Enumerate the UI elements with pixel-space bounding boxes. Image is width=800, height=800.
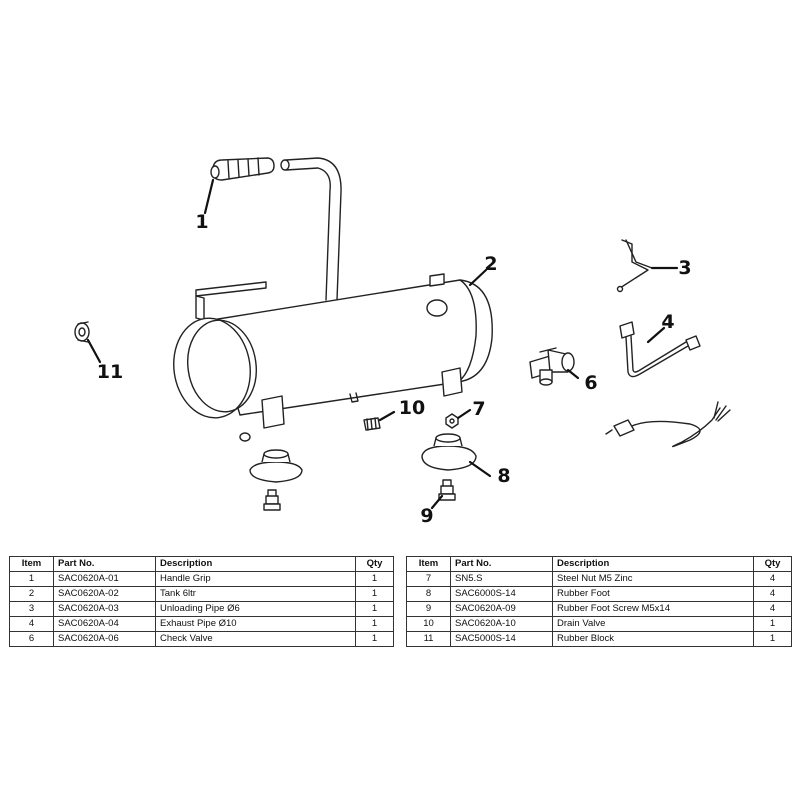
callout-7: 7: [472, 398, 485, 420]
unloading-pipe: [616, 239, 653, 293]
callout-4: 4: [661, 311, 674, 333]
cell-item: 7: [406, 571, 451, 587]
callout-10: 10: [399, 397, 425, 419]
header-description: Description: [155, 556, 356, 572]
cell-description: Rubber Foot Screw M5x14: [552, 601, 754, 617]
cell-qty: 1: [355, 586, 394, 602]
cell-description: Drain Valve: [552, 616, 754, 632]
cell-description: Unloading Pipe Ø6: [155, 601, 356, 617]
exhaust-pipe: [619, 321, 701, 378]
exploded-parts-diagram: 1 2 3 4 6 7 8 9 10 11: [74, 157, 731, 527]
callout-labels: 1 2 3 4 6 7 8 9 10 11: [97, 211, 692, 527]
cell-qty: 4: [753, 586, 792, 602]
table-header-row: Item Part No. Description Qty: [406, 556, 792, 572]
cell-part-no: SAC5000S-14: [450, 631, 553, 647]
cell-description: Exhaust Pipe Ø10: [155, 616, 356, 632]
cell-qty: 1: [753, 616, 792, 632]
tank: [173, 273, 493, 429]
cell-item: 1: [9, 571, 54, 587]
cell-item: 3: [9, 601, 54, 617]
callout-11: 11: [97, 361, 123, 383]
cell-part-no: SAC0620A-10: [450, 616, 553, 632]
cell-description: Tank 6ltr: [155, 586, 356, 602]
header-qty: Qty: [355, 556, 394, 572]
cell-qty: 1: [355, 571, 394, 587]
rubber-foot-screw: [438, 479, 456, 501]
cell-item: 8: [406, 586, 451, 602]
handle-assembly: [210, 157, 342, 301]
callout-2: 2: [484, 253, 497, 275]
check-valve: [529, 347, 575, 386]
cell-item: 2: [9, 586, 54, 602]
cell-qty: 1: [355, 631, 394, 647]
rubber-block: [74, 321, 90, 343]
header-part-no: Part No.: [53, 556, 156, 572]
cell-qty: 1: [355, 601, 394, 617]
header-description: Description: [552, 556, 754, 572]
tank-foot-nut: [239, 432, 251, 442]
cell-qty: 1: [355, 616, 394, 632]
cell-part-no: SN5.S: [450, 571, 553, 587]
cell-item: 4: [9, 616, 54, 632]
drain-valve: [363, 417, 381, 431]
cell-part-no: SAC0620A-04: [53, 616, 156, 632]
cell-item: 6: [9, 631, 54, 647]
callout-9: 9: [420, 505, 433, 527]
cell-part-no: SAC0620A-06: [53, 631, 156, 647]
cell-part-no: SAC0620A-01: [53, 571, 156, 587]
rubber-foot-screw-left: [263, 489, 281, 511]
cell-description: Steel Nut M5 Zinc: [552, 571, 754, 587]
leader-lines: [86, 178, 679, 510]
table-header-row: Item Part No. Description Qty: [9, 556, 394, 572]
cell-item: 9: [406, 601, 451, 617]
header-item: Item: [9, 556, 54, 572]
header-part-no: Part No.: [450, 556, 553, 572]
header-qty: Qty: [753, 556, 792, 572]
cell-item: 11: [406, 631, 451, 647]
rubber-foot: [421, 433, 477, 471]
callout-8: 8: [497, 465, 510, 487]
cell-qty: 4: [753, 601, 792, 617]
cell-description: Handle Grip: [155, 571, 356, 587]
cell-part-no: SAC0620A-09: [450, 601, 553, 617]
cell-description: Check Valve: [155, 631, 356, 647]
cell-qty: 4: [753, 571, 792, 587]
callout-3: 3: [678, 257, 691, 279]
header-item: Item: [406, 556, 451, 572]
cell-description: Rubber Block: [552, 631, 754, 647]
cell-description: Rubber Foot: [552, 586, 754, 602]
rubber-foot-left: [249, 449, 303, 483]
handle-grip: [210, 157, 275, 181]
cell-part-no: SAC6000S-14: [450, 586, 553, 602]
callout-6: 6: [584, 372, 597, 394]
cell-part-no: SAC0620A-02: [53, 586, 156, 602]
power-cable: [605, 401, 731, 448]
cell-qty: 1: [753, 631, 792, 647]
cell-part-no: SAC0620A-03: [53, 601, 156, 617]
cell-item: 10: [406, 616, 451, 632]
callout-1: 1: [195, 211, 208, 233]
steel-nut: [445, 413, 459, 429]
